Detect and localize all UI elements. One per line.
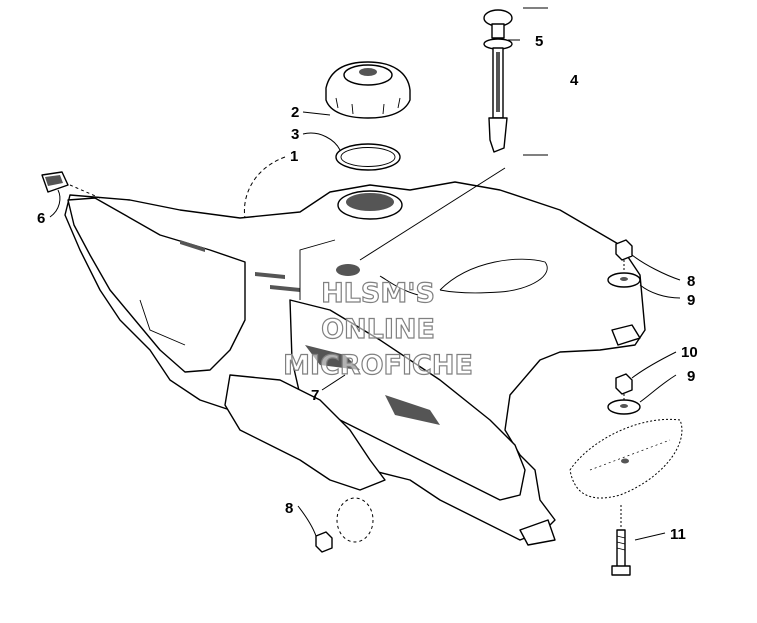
- callout-9-upper: 9: [687, 292, 695, 309]
- callout-11: 11: [670, 526, 686, 543]
- callout-4: 4: [570, 72, 579, 89]
- callout-10: 10: [681, 344, 698, 361]
- watermark-line-2: ONLINE: [321, 314, 435, 345]
- callout-6: 6: [37, 210, 45, 227]
- fuel-sending-unit: [483, 9, 513, 153]
- watermark-line-1: HLSM'S: [321, 278, 435, 309]
- skid-plate: [569, 418, 683, 499]
- callout-7: 7: [311, 387, 319, 404]
- callout-8-lower: 8: [285, 500, 293, 517]
- watermark: HLSM'S ONLINE MICROFICHE: [282, 277, 473, 381]
- callout-5: 5: [535, 33, 543, 50]
- watermark-line-3: MICROFICHE: [283, 350, 473, 381]
- callout-8-upper: 8: [687, 273, 695, 290]
- nut-and-washer-lower: [607, 373, 641, 415]
- bolt: [611, 529, 631, 576]
- callout-1: 1: [290, 148, 298, 165]
- gasket-ring: [335, 143, 401, 171]
- fuel-tank: [64, 181, 646, 546]
- fuel-cap: [325, 61, 411, 119]
- nut-bottom: [315, 497, 374, 553]
- callout-3: 3: [291, 126, 299, 143]
- callout-9-lower: 9: [687, 368, 695, 385]
- leader-lines: [49, 7, 681, 541]
- clip: [41, 171, 69, 193]
- callout-2: 2: [291, 104, 299, 121]
- nut-and-washer-upper: [607, 239, 641, 288]
